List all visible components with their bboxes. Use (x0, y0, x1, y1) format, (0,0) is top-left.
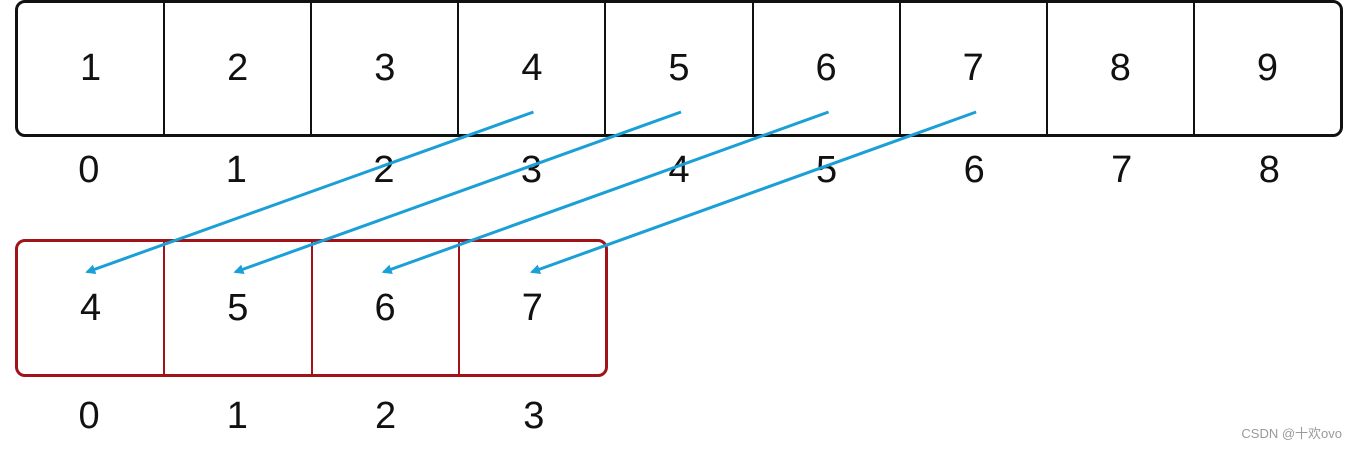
source-cell: 9 (1192, 3, 1340, 134)
source-index: 6 (963, 148, 985, 191)
source-cell: 5 (604, 3, 751, 134)
source-index: 8 (1258, 148, 1280, 191)
target-index: 0 (78, 394, 100, 437)
source-cell: 3 (310, 3, 457, 134)
target-index: 3 (523, 394, 545, 437)
source-index: 3 (520, 148, 543, 191)
target-array: 4 5 6 7 (15, 239, 608, 377)
source-index-row: 0 1 2 3 4 5 6 7 8 (15, 146, 1343, 194)
source-index: 2 (373, 148, 395, 191)
target-cell: 4 (80, 286, 102, 329)
source-index: 5 (816, 148, 838, 191)
source-index: 7 (1111, 148, 1133, 191)
target-index: 1 (226, 394, 248, 437)
source-cell: 7 (898, 3, 1046, 134)
source-index: 4 (668, 148, 690, 191)
source-cell: 1 (79, 47, 102, 89)
source-cell: 6 (751, 3, 899, 134)
source-cell: 8 (1045, 3, 1193, 134)
watermark-text: CSDN @十欢ovo (1241, 426, 1342, 441)
source-index: 1 (225, 148, 247, 191)
target-cell: 6 (310, 242, 458, 374)
source-index: 0 (78, 148, 100, 191)
source-cell: 4 (457, 3, 604, 134)
target-index: 2 (375, 394, 397, 437)
target-cell: 7 (457, 242, 605, 374)
target-cell: 5 (163, 242, 310, 374)
source-cell: 2 (163, 3, 310, 134)
source-array: 1 2 3 4 5 6 7 8 9 (15, 0, 1343, 137)
target-index-row: 0 1 2 3 (15, 392, 608, 440)
